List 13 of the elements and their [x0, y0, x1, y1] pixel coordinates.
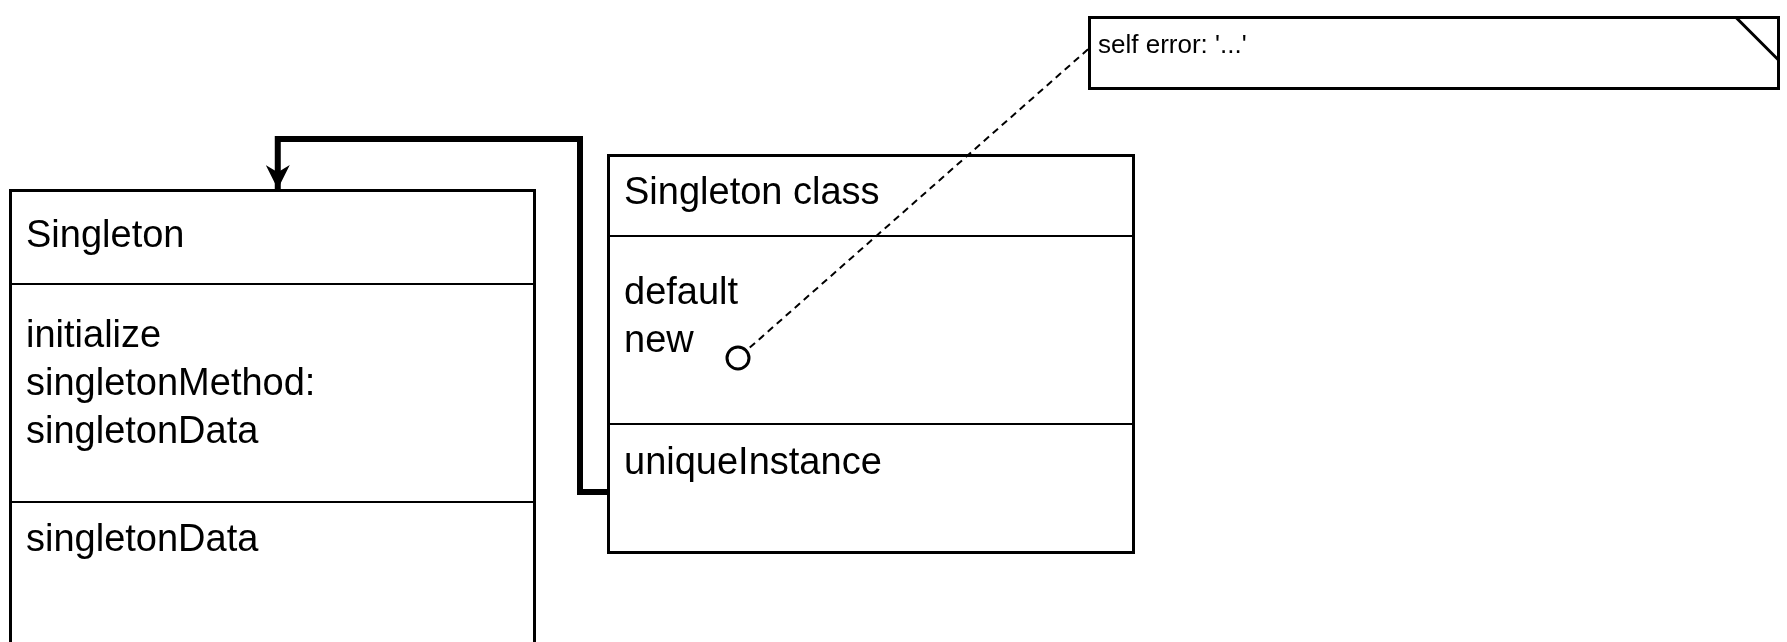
class-name: Singleton class — [624, 169, 880, 214]
note-box — [1088, 16, 1780, 90]
association-arrow — [265, 136, 607, 495]
class-name: Singleton — [26, 212, 185, 257]
port-circle — [725, 345, 751, 371]
class-box — [9, 189, 536, 642]
attribute-list: singletonData — [26, 514, 259, 562]
operation-list: initialize singletonMethod: singletonData — [26, 310, 356, 454]
class-box — [607, 154, 1135, 554]
note-text: self error: '...' — [1098, 28, 1247, 60]
dashed-leader-line — [746, 48, 1089, 351]
attribute-list: uniqueInstance — [624, 437, 882, 485]
operation-list: default new — [624, 267, 754, 363]
